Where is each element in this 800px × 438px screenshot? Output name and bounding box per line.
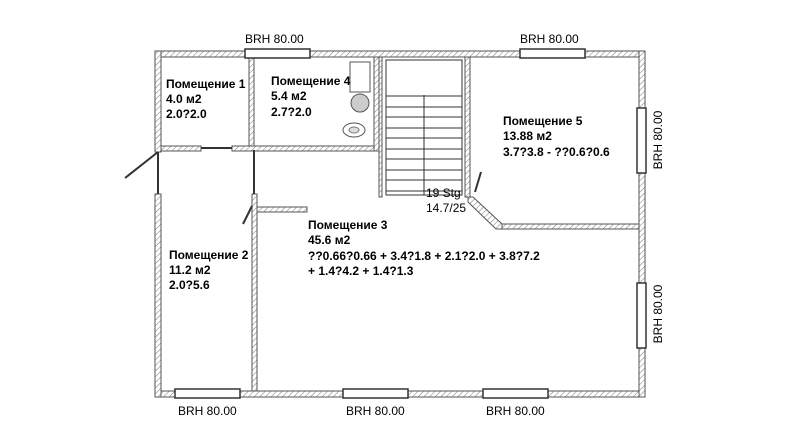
toilet-seat-icon	[348, 126, 360, 134]
window-right-upper	[636, 107, 647, 174]
room-label-1: Помещение 1 4.0 м2 2.0?2.0	[166, 77, 246, 121]
wall-room1-right	[248, 56, 255, 147]
wall-room5-bottom	[499, 223, 640, 230]
room-name: Помещение 5	[503, 114, 583, 128]
window-label-top-right: BRH 80.00	[520, 32, 579, 46]
room-name: Помещение 4	[271, 74, 351, 88]
window-label-top-left: BRH 80.00	[245, 32, 304, 46]
room-area: 11.2 м2	[169, 263, 211, 277]
wall-room3-top-stub	[256, 206, 308, 213]
room-label-2: Помещение 2 11.2 м2 2.0?5.6	[169, 248, 249, 292]
room-dims: 3.7?3.8 - ??0.6?0.6	[503, 145, 610, 159]
wall-room2-right	[251, 193, 258, 392]
bathroom-fixtures	[342, 61, 371, 138]
room-area: 4.0 м2	[166, 92, 202, 106]
wall-left-lower	[154, 193, 162, 398]
wall-room1-bottom	[160, 145, 202, 152]
interior-walls	[160, 56, 640, 392]
window-bottom-right	[482, 388, 549, 399]
window-top-right	[519, 48, 586, 59]
room-label-5: Помещение 5 13.88 м2 3.7?3.8 - ??0.6?0.6	[503, 114, 610, 159]
room-area: 5.4 м2	[271, 89, 307, 103]
stair-treads	[386, 95, 462, 192]
windows	[174, 48, 647, 399]
room-name: Помещение 3	[308, 218, 388, 232]
wall-room5-diagonal	[467, 196, 503, 230]
door-room1-entrance	[124, 151, 159, 179]
room-label-3: Помещение 3 45.6 м2 ??0.66?0.66 + 3.4?1.…	[308, 218, 540, 278]
room-area: 13.88 м2	[503, 129, 552, 143]
room-dims: 2.0?5.6	[169, 278, 210, 292]
wall-stairwell-left	[378, 56, 383, 198]
wall-room4-right	[373, 56, 380, 152]
window-bottom-left	[174, 388, 241, 399]
doors	[124, 147, 482, 225]
staircase	[385, 59, 463, 196]
window-right-lower	[636, 282, 647, 349]
shower-icon	[350, 93, 370, 113]
window-label-right-upper: BRH 80.00	[651, 110, 665, 169]
room-dims-line1: ??0.66?0.66 + 3.4?1.8 + 2.1?2.0 + 3.8?7.…	[308, 249, 540, 263]
door-room5	[474, 171, 482, 193]
bathtub	[349, 61, 371, 93]
window-label-bottom-right: BRH 80.00	[486, 404, 545, 418]
wall-stairwell-right	[464, 56, 471, 198]
door-room2-room3	[242, 205, 253, 225]
window-label-bottom-left: BRH 80.00	[178, 404, 237, 418]
stair-size-label: 14.7/25	[426, 201, 466, 215]
window-bottom-middle	[342, 388, 409, 399]
wall-left-upper	[154, 50, 162, 153]
window-label-right-lower: BRH 80.00	[651, 284, 665, 343]
window-top-left	[244, 48, 311, 59]
window-label-bottom-middle: BRH 80.00	[346, 404, 405, 418]
room-label-4: Помещение 4 5.4 м2 2.7?2.0	[271, 74, 351, 119]
room-dims-line2: + 1.4?4.2 + 1.4?1.3	[308, 264, 414, 278]
room-name: Помещение 2	[169, 248, 249, 262]
room-dims: 2.7?2.0	[271, 105, 312, 119]
stair-steps-label: 19 Stg	[426, 186, 461, 200]
room-area: 45.6 м2	[308, 233, 351, 247]
room-name: Помещение 1	[166, 77, 246, 91]
room-dims: 2.0?2.0	[166, 107, 207, 121]
